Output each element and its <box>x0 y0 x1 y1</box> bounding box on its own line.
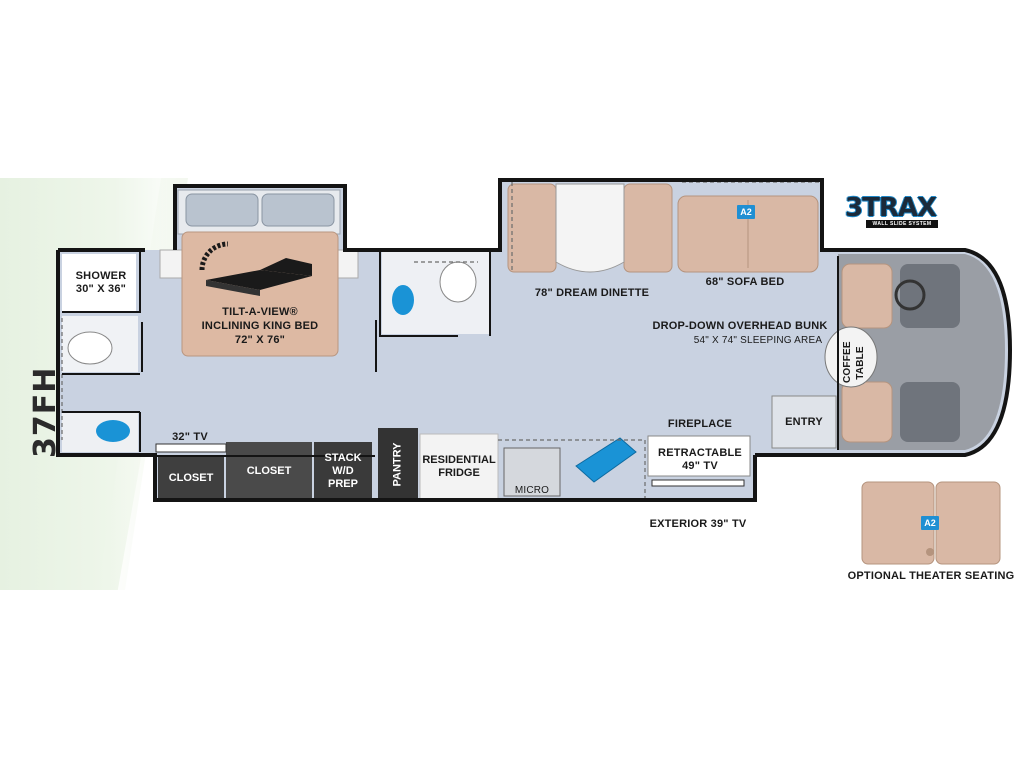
theater-label: OPTIONAL THEATER SEATING <box>847 570 1015 582</box>
kitchen-sink <box>575 437 637 483</box>
toilet-rear <box>67 331 113 365</box>
closet-2-label: CLOSET <box>246 464 292 477</box>
a2-badge-sofa: A2 <box>737 205 755 219</box>
dinette-label: 78" DREAM DINETTE <box>534 287 650 299</box>
closet-1-label: CLOSET <box>168 471 214 484</box>
stack-wd <box>314 442 372 500</box>
tilt-bed-icon <box>199 241 312 296</box>
dinette-bench-left <box>507 183 557 273</box>
closet-2 <box>226 442 312 500</box>
entry-steps <box>771 395 837 449</box>
captain-chair-top <box>841 263 893 329</box>
pantry-label: PANTRY <box>391 442 404 486</box>
tv32-label: 32" TV <box>172 431 208 443</box>
sofa-bed-label: 68" SOFA BED <box>705 276 785 288</box>
fridge <box>419 433 499 501</box>
nightstand-left <box>159 249 183 279</box>
tv32-bar <box>155 443 227 453</box>
3trax-logo: 3TRAX WALL SLIDE SYSTEM <box>845 193 938 228</box>
retractable-tv-label: RETRACTABLE 49" TV <box>658 447 742 472</box>
dinette-table <box>555 183 625 273</box>
pillow-left <box>185 193 259 227</box>
steering-wheel <box>894 279 926 311</box>
stack-wd-label: STACK W/D PREP <box>324 451 362 490</box>
nightstand-right <box>335 249 359 279</box>
captain-chair-bottom <box>841 381 893 443</box>
stove <box>503 447 561 497</box>
bunk-label-2: 54" X 74" SLEEPING AREA <box>693 335 823 346</box>
sink-mid <box>392 285 414 315</box>
bed-label-1: TILT-A-VIEW® <box>222 306 298 318</box>
sink-rear <box>96 420 130 442</box>
entry-label: ENTRY <box>785 416 823 428</box>
closet-1 <box>158 456 224 500</box>
exterior-tv-label: EXTERIOR 39" TV <box>649 518 747 530</box>
outer-wall <box>56 178 1013 502</box>
driver-seat <box>900 264 960 328</box>
pantry <box>378 428 418 500</box>
tv-cabinet <box>647 435 751 477</box>
theater-seat-right <box>935 481 1001 565</box>
dinette-bench-right <box>623 183 673 273</box>
a2-badge-theater: A2 <box>921 516 939 530</box>
coffee-table-label: COFFEE TABLE <box>842 341 866 383</box>
pillow-right <box>261 193 335 227</box>
micro-label: MICRO <box>514 485 550 496</box>
shower-stall <box>62 254 136 312</box>
passenger-seat <box>900 382 960 442</box>
bed-label-2: INCLINING KING BED <box>201 320 319 332</box>
fireplace-label: FIREPLACE <box>667 418 733 430</box>
toilet-mid <box>439 261 477 303</box>
pantry-label-wrap: PANTRY <box>378 428 418 500</box>
shower-label: SHOWER 30" X 36" <box>75 270 127 295</box>
fridge-label: RESIDENTIAL FRIDGE <box>422 454 496 479</box>
bunk-label-1: DROP-DOWN OVERHEAD BUNK <box>652 320 828 332</box>
bed-label-3: 72" X 76" <box>234 334 286 346</box>
exterior-tv-bar <box>651 479 745 487</box>
